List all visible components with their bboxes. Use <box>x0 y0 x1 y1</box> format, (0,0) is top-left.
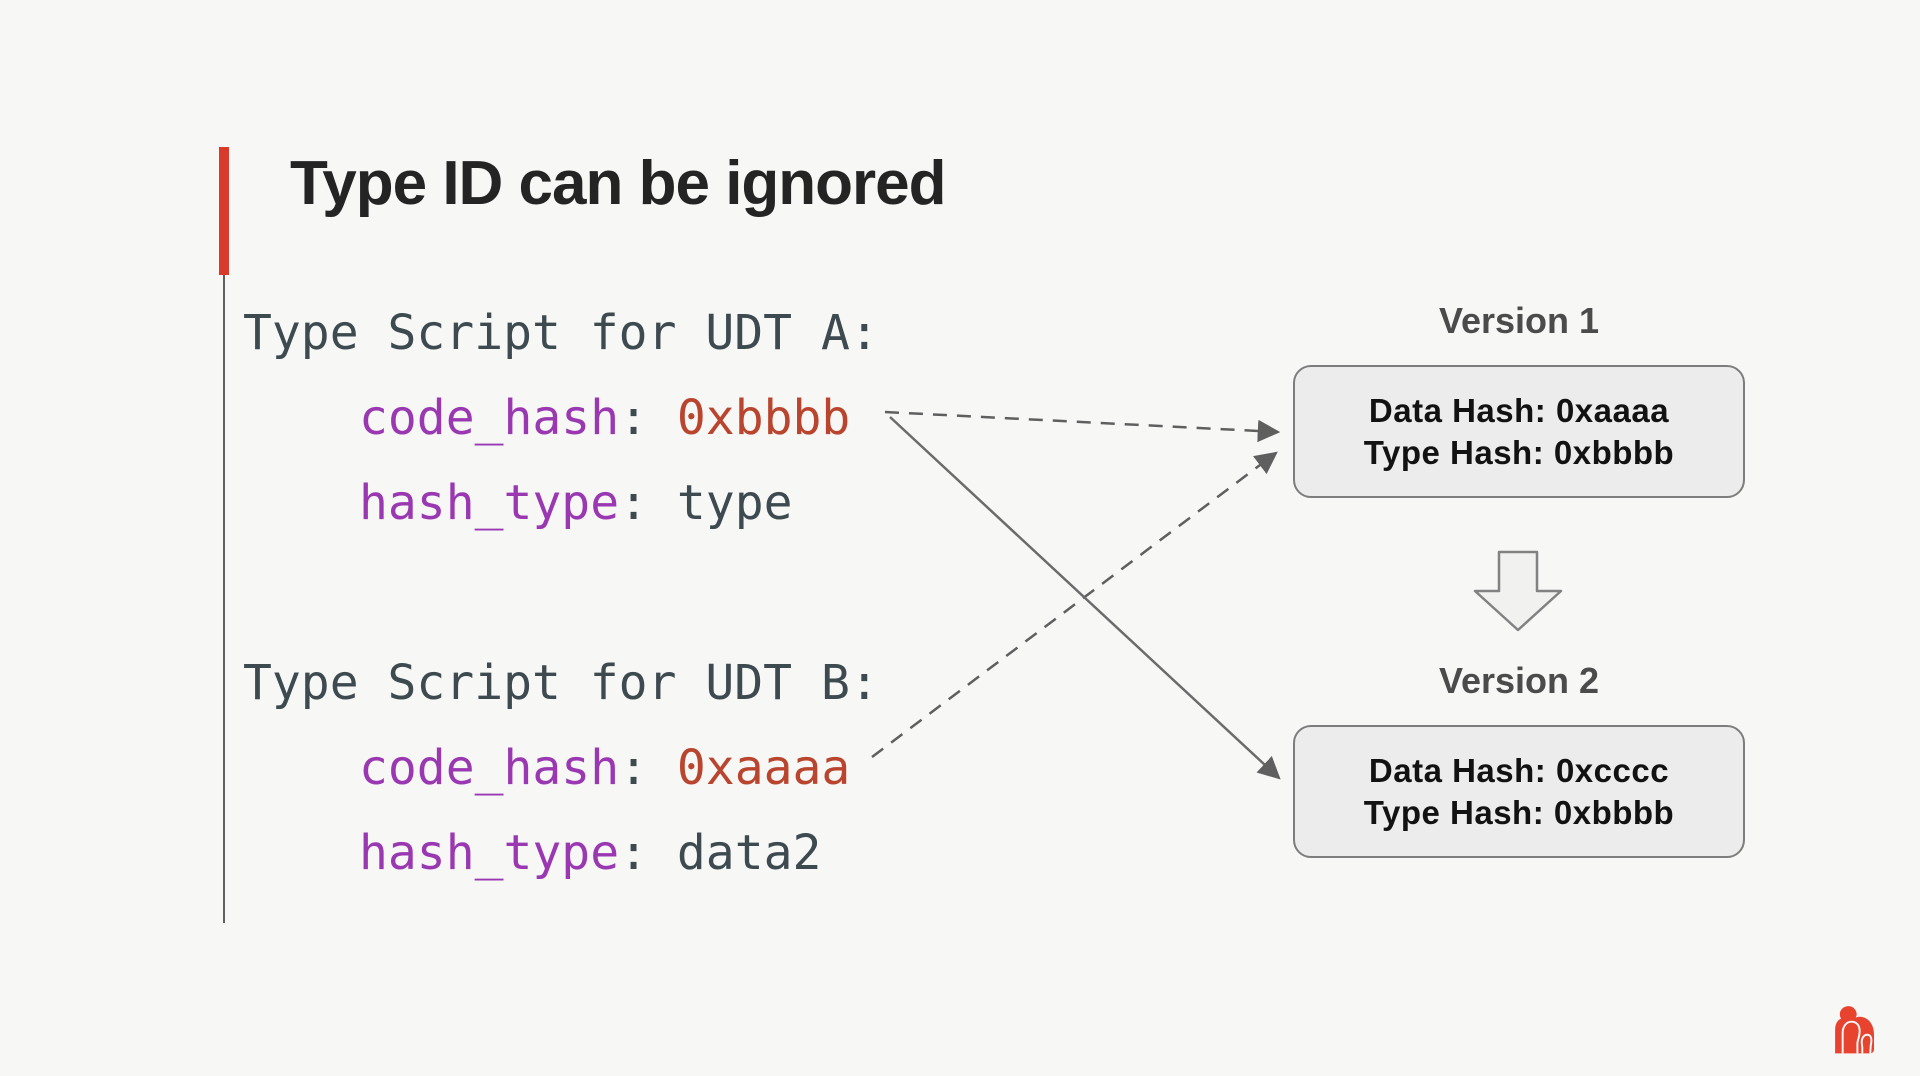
down-arrow-icon <box>1473 550 1563 632</box>
data-hash-text: Data Hash: 0xcccc <box>1368 751 1670 789</box>
code-line-b-hash-type: hash_type: data2 <box>359 823 821 883</box>
dashed-arrow-a-to-v1 <box>884 410 1281 443</box>
code-value: 0xbbbb <box>676 390 851 446</box>
code-key: code_hash <box>359 740 620 796</box>
title-accent-bar <box>219 147 229 275</box>
dashed-arrow-b-to-v1 <box>871 451 1278 758</box>
code-line-b-code-hash: code_hash: 0xaaaa <box>359 738 850 798</box>
code-key: code_hash <box>359 390 620 446</box>
code-value: type <box>676 475 793 531</box>
code-separator: : <box>619 390 677 446</box>
code-header-udt-a: Type Script for UDT A: <box>243 305 879 361</box>
data-hash-text: Data Hash: 0xaaaa <box>1368 391 1670 429</box>
gorilla-logo-icon <box>1835 1006 1875 1054</box>
version-1-box: Data Hash: 0xaaaa Type Hash: 0xbbbb <box>1293 365 1745 498</box>
code-value: 0xaaaa <box>676 740 851 796</box>
code-key: hash_type <box>359 475 620 531</box>
code-line-a-code-hash: code_hash: 0xbbbb <box>359 388 850 448</box>
type-hash-text: Type Hash: 0xbbbb <box>1363 433 1675 471</box>
code-separator: : <box>619 740 677 796</box>
code-header-udt-b: Type Script for UDT B: <box>243 655 879 711</box>
version-1-label: Version 1 <box>1438 300 1600 341</box>
code-separator: : <box>619 825 677 881</box>
vertical-rule <box>223 275 225 923</box>
page-title: Type ID can be ignored <box>290 149 947 218</box>
version-2-box: Data Hash: 0xcccc Type Hash: 0xbbbb <box>1293 725 1745 858</box>
code-key: hash_type <box>359 825 620 881</box>
code-separator: : <box>619 475 677 531</box>
code-line-a-hash-type: hash_type: type <box>359 473 792 533</box>
version-2-label: Version 2 <box>1438 660 1600 701</box>
type-hash-text: Type Hash: 0xbbbb <box>1363 793 1675 831</box>
solid-arrow-a-to-v2 <box>889 416 1281 780</box>
code-value: data2 <box>676 825 822 881</box>
